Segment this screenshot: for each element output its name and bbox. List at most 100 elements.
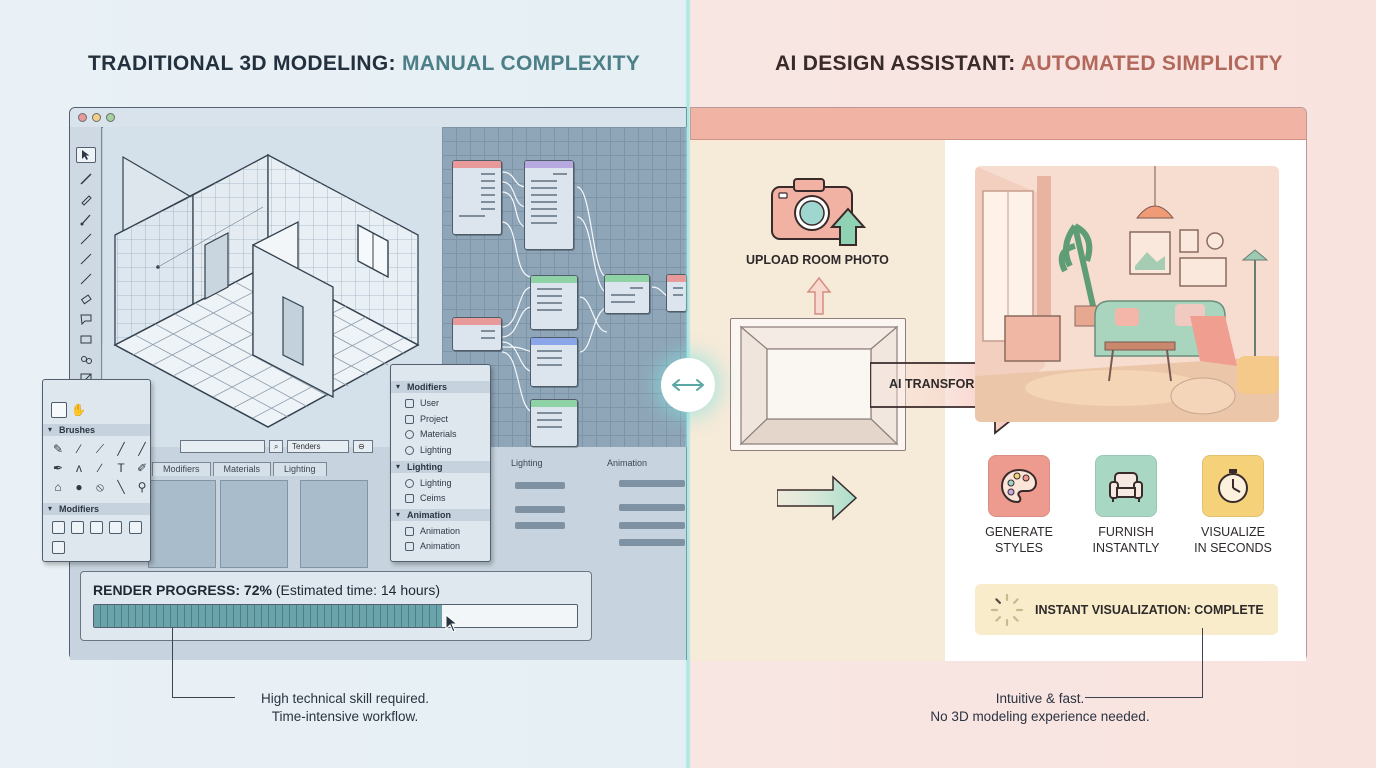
furnished-room-preview[interactable] — [975, 166, 1279, 422]
property-slider[interactable] — [619, 539, 685, 546]
node-output[interactable] — [666, 274, 687, 312]
tab-lighting-side[interactable]: Lighting — [511, 458, 543, 468]
filter-icon[interactable]: ⊖ — [353, 440, 373, 453]
line-icon[interactable]: ╱ — [138, 442, 146, 456]
hand-tool-icon[interactable]: ✋ — [71, 403, 86, 417]
brushes-section-header[interactable]: Brushes — [43, 424, 150, 436]
line-icon[interactable]: ╱ — [117, 442, 125, 456]
line-tool-2-icon[interactable] — [76, 271, 96, 287]
arrow-right-icon — [777, 475, 858, 521]
eraser-tool-icon[interactable] — [76, 291, 96, 307]
pen-icon[interactable]: ✒ — [52, 461, 64, 475]
asset-thumbnail[interactable] — [300, 480, 368, 568]
modifiers-section-header[interactable]: Modifiers — [43, 503, 150, 515]
smudge-icon[interactable]: ᴧ — [76, 461, 82, 475]
line-tool-icon[interactable] — [76, 231, 96, 247]
render-progress-fill — [94, 605, 442, 627]
asset-thumbnail[interactable] — [220, 480, 288, 568]
tab-animation-side[interactable]: Animation — [607, 458, 648, 468]
modifier-icon[interactable] — [52, 541, 65, 554]
compare-toggle-button[interactable] — [661, 358, 715, 412]
search-field[interactable]: Tenders — [287, 440, 349, 453]
modifier-item-user[interactable]: User — [405, 398, 439, 408]
modifier-icon[interactable] — [90, 521, 103, 534]
node-shader-c[interactable] — [530, 337, 578, 387]
link-tool-icon[interactable] — [76, 351, 96, 367]
bucket-icon[interactable]: ⌂ — [54, 480, 62, 494]
property-slider[interactable] — [515, 482, 565, 489]
lighting-item[interactable]: Ceims — [405, 493, 446, 503]
wireframe-room-model — [113, 153, 420, 428]
right-caption: Intuitive & fast. No 3D modeling experie… — [880, 690, 1200, 726]
left-caption-line1: High technical skill required. — [260, 691, 430, 706]
node-input[interactable] — [452, 160, 502, 235]
pen-icon[interactable]: ✐ — [136, 461, 148, 475]
right-heading-main: AI DESIGN ASSISTANT: — [775, 52, 1021, 75]
brush-icon[interactable]: ⁄ — [77, 442, 80, 456]
brush-tool-icon[interactable] — [76, 211, 96, 227]
ai-window-titlebar — [691, 108, 1306, 140]
3d-viewport[interactable] — [103, 127, 443, 447]
stopwatch-icon — [1202, 455, 1264, 517]
select-tool-icon[interactable] — [51, 402, 67, 418]
search-icon[interactable]: ⌕ — [269, 440, 283, 453]
camera-tool-icon[interactable] — [76, 331, 96, 347]
tab-lighting[interactable]: Lighting — [273, 462, 327, 476]
right-caption-line2: No 3D modeling experience needed. — [930, 709, 1150, 724]
shape-tool-icon[interactable] — [76, 311, 96, 327]
modifier-icon[interactable] — [109, 521, 122, 534]
animation-header[interactable]: Animation — [391, 509, 490, 521]
property-slider[interactable] — [619, 522, 685, 529]
lighting-item[interactable]: Lighting — [405, 478, 452, 488]
tab-modifiers[interactable]: Modifiers — [152, 462, 211, 476]
callout-connector-left — [172, 628, 235, 698]
modifier-item-materials[interactable]: Materials — [405, 429, 457, 439]
modifier-item-lighting[interactable]: Lighting — [405, 445, 452, 455]
node-shader-b[interactable] — [530, 275, 578, 330]
knife-icon[interactable]: ⟋ — [95, 442, 105, 456]
property-slider[interactable] — [515, 522, 565, 529]
node-input-b[interactable] — [452, 317, 502, 351]
left-heading-accent: MANUAL COMPLEXITY — [401, 52, 641, 75]
blob-icon[interactable]: ● — [75, 480, 83, 494]
line-icon[interactable]: ╲ — [117, 480, 125, 494]
maximize-window-button[interactable] — [106, 113, 115, 122]
pen-tool-icon[interactable] — [76, 191, 96, 207]
asset-thumbnail[interactable] — [148, 480, 216, 568]
animation-item[interactable]: Animation — [405, 541, 460, 551]
property-slider[interactable] — [515, 506, 565, 513]
materials-icon — [405, 429, 414, 439]
text-icon[interactable]: T — [117, 461, 125, 475]
modifier-item-project[interactable]: Project — [405, 414, 448, 424]
lighting-header[interactable]: Lighting — [391, 461, 490, 473]
dropper-icon[interactable]: ⚲ — [137, 480, 147, 494]
node-mix[interactable] — [604, 274, 650, 314]
node-connections — [501, 171, 671, 413]
modifier-icon[interactable] — [52, 521, 65, 534]
film-icon — [405, 526, 414, 536]
upload-camera-icon[interactable] — [770, 175, 866, 247]
modifier-icon[interactable] — [71, 521, 84, 534]
pencil-icon[interactable]: ✎ — [52, 442, 64, 456]
measure-tool-icon[interactable] — [76, 251, 96, 267]
modifiers-header[interactable]: Modifiers — [391, 381, 490, 393]
mask-icon[interactable]: ⦸ — [96, 480, 104, 494]
modifier-icon[interactable] — [129, 521, 142, 534]
node-shader-a[interactable] — [524, 160, 574, 250]
animation-item[interactable]: Animation — [405, 526, 460, 536]
blade-icon[interactable]: ∕ — [98, 461, 101, 475]
empty-room-photo[interactable] — [730, 318, 906, 451]
tab-materials[interactable]: Materials — [212, 462, 272, 476]
close-window-button[interactable] — [78, 113, 87, 122]
left-heading: TRADITIONAL 3D MODELING: MANUAL COMPLEXI… — [88, 52, 640, 76]
property-slider[interactable] — [619, 480, 685, 487]
knife-tool-icon[interactable] — [76, 171, 96, 187]
property-slider[interactable] — [619, 504, 685, 511]
select-tool-icon[interactable] — [76, 147, 96, 163]
node-shader-d[interactable] — [530, 399, 578, 447]
minimize-window-button[interactable] — [92, 113, 101, 122]
asset-dropdown[interactable] — [180, 440, 265, 453]
